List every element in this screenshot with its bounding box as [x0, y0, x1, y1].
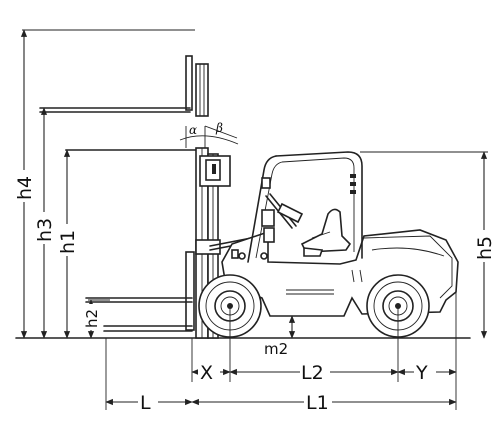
label-L: L	[140, 392, 151, 414]
label-L1: L1	[306, 392, 329, 414]
label-h5: h5	[474, 236, 496, 260]
label-h1: h1	[57, 230, 79, 254]
label-beta: β	[215, 121, 223, 135]
label-h2: h2	[83, 309, 101, 328]
lowered-forks	[85, 251, 195, 332]
label-h4: h4	[14, 176, 36, 200]
raised-fork-top	[39, 55, 209, 117]
label-Y: Y	[415, 362, 428, 384]
label-L2: L2	[301, 362, 324, 384]
label-h3: h3	[34, 218, 56, 242]
label-m2: m2	[264, 340, 288, 358]
tilt-angle-marks	[179, 125, 239, 148]
label-X: X	[200, 362, 213, 384]
label-alpha: α	[189, 123, 197, 137]
